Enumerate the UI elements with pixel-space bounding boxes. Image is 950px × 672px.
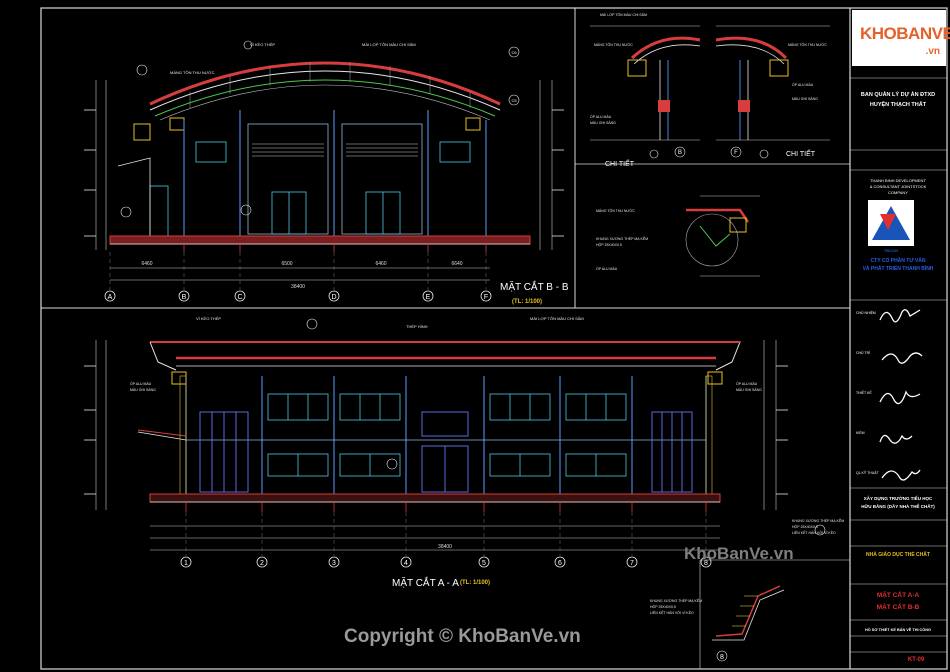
watermark-logo-suffix: .vn [925,46,940,57]
axis-label: 5 [482,560,486,567]
axis-label: E [426,294,431,301]
callout: LIÊN KẾT HÀN VỚI VÌ KÈO [650,610,694,615]
signer-role: CHỦ TRÌ [856,350,870,355]
client-name: BAN QUẢN LÝ DỰ ÁN ĐTXD [861,91,935,98]
consultant-vn: CTY CỔ PHẦN TƯ VẤN [871,257,926,264]
design-phase: HỒ SƠ THIẾT KẾ BẢN VẼ THI CÔNG [865,627,931,632]
callout: MÀU GHI SÁNG [736,388,762,392]
callout: ỐP ALU MÀU [590,114,612,119]
consultant-en-3: COMPANY [888,190,908,195]
project-name-2: HỮU BẰNG (DÃY NHÀ THỂ CHẤT) [861,502,935,509]
callout: KHUNG XƯƠNG THÉP MẠ KẼM [596,236,648,241]
callout: HỘP 25X40X0.5 [650,604,676,609]
section-title-bb: MẶT CẮT B - B [500,280,569,293]
drawing-name: MẶT CẮT A-A [877,590,920,599]
title-block: BAN QUẢN LÝ DỰ ÁN ĐTXD HUYỆN THẠCH THẤT … [850,77,947,663]
callout: KHUNG XƯƠNG THÉP MẠ KẼM [792,518,844,523]
axis-label: 7 [630,560,634,567]
drawing-name-2: MẶT CẮT B-B [877,602,920,611]
client-name-2: HUYỆN THẠCH THẤT [870,100,927,108]
axis-label: 3 [332,560,336,567]
callout: KHUNG XƯƠNG THÉP MẠ KẼM [650,598,702,603]
consultant-en-2: & CONSULTANT JOINTSTOCK [870,184,927,189]
callout: MÁI LỢP TÔN MÀU CHI SÂM [362,42,416,47]
callout: MÀU GHI SÁNG [130,388,156,392]
dimension-value: 6640 [451,261,462,267]
detail-bottom: 8 KHUNG XƯƠNG THÉP MẠ KẼM HỘP 25X40X0.5 … [650,559,850,669]
callout: VÌ KÈO THÉP [196,316,221,321]
callout: MÁNG TÔN THU NƯỚC [788,42,827,47]
axis-label: 4 [404,560,408,567]
watermark-logo-text: KHOBANVE [860,24,950,43]
callout: ỐP ALU MÀU [736,381,758,386]
watermark-logo: KHOBANVE .vn [852,10,950,66]
axis-label: C [237,294,242,301]
dimension-value: 6500 [281,261,292,267]
watermark-text: KhoBanVe.vn [684,544,794,563]
axis-label: F [484,294,488,301]
axis-label: 2 [260,560,264,567]
callout: LIÊN KẾT HÀN VỚI VÌ KÈO [792,530,836,535]
axis-label: D [331,294,336,301]
section-title-aa: MẶT CẮT A - A [392,576,459,589]
consultant-vn-2: VÀ PHÁT TRIỂN THANH BÌNH [863,264,934,272]
callout: THÉP HÌNH [406,324,428,329]
detail-group-top: B CHI TIẾT MÁNG TÔN THU NƯỚC MÁI LỢP TÔN… [590,12,830,277]
detail-label: CHI TIẾT [605,158,635,168]
consultant-en: THANH BINH DEVELOPMENT [870,178,926,183]
callout: MÀU GHI SÁNG [792,97,818,101]
callout: MÁI LỢP TÔN MÀU CHI SÂM [600,12,647,17]
signer-role: KIỂM [856,430,865,435]
axis-label: B [182,294,187,301]
project-name: XÂY DỰNG TRƯỜNG TIỂU HỌC [864,494,933,501]
axis-label: 1 [184,560,188,567]
callout: MÁNG TÔN THU NƯỚC [594,42,633,47]
dimension-value: 6460 [141,261,152,267]
work-item: NHÀ GIÁO DỤC THỂ CHẤT [866,551,930,558]
detail-axis-ref: F [734,150,738,156]
callout: MÁNG TÔN THU NƯỚC [170,70,215,75]
callout: HỘP 25X40X0.5 [596,242,622,247]
callout: MÁI LỢP TÔN MÀU CHI SẦM [530,316,584,321]
signer-role: CHỦ NHIỆM [856,310,876,315]
detail-ref: C6 [511,50,517,55]
axis-label: 8 [704,560,708,567]
callout: ỐP ALU MÀU [792,82,814,87]
callout: VÌ KÈO THÉP [250,42,275,47]
axis-label: 8 [720,654,724,661]
detail-ref: C5 [511,98,517,103]
callout: ỐP ALU MÀU [130,381,152,386]
signer-role: QL KỸ THUẬT [856,470,880,475]
axis-label: A [108,294,113,301]
section-scale: (TL: 1/100) [460,580,490,586]
sheet-number: KT-09 [908,657,925,663]
signer-role: THIẾT KẾ [856,390,872,395]
axis-label: 6 [558,560,562,567]
dimension-value: 6460 [375,261,386,267]
callout: MÀU GHI SÁNG [590,121,616,125]
section-bb: A B C D E F 6460 6500 6460 6640 38400 MÁ… [84,40,569,305]
signatures [879,309,923,481]
dimension-total: 38400 [291,284,305,290]
callout: HỘP 25X40X0.5 [792,524,818,529]
callout: ỐP ALU MÀU [596,266,618,271]
dimension-total: 38400 [438,544,452,550]
section-aa: 1 2 3 4 5 6 7 8 38400 VÌ KÈO THÉP THÉP H… [84,316,844,589]
sheet-border [40,7,948,670]
logo-text: TBCON [884,248,898,253]
copyright-watermark: Copyright © KhoBanVe.vn [344,626,581,647]
detail-axis-ref: B [678,150,682,156]
section-scale: (TL: 1/100) [512,299,542,305]
callout: MÁNG TÔN THU NƯỚC [596,208,635,213]
detail-label: CHI TIẾT [786,148,816,158]
